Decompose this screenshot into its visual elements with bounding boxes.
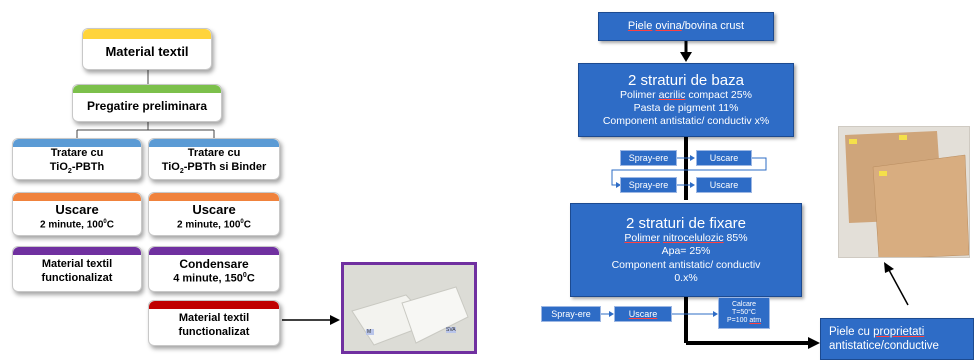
strat-fixare-line3: Component antistatic/ conductiv <box>611 258 761 271</box>
uscare-box-1: Uscare <box>696 150 752 166</box>
fabric-tag-a: M <box>367 329 372 335</box>
uscare-a-title: Uscare <box>55 202 99 218</box>
calcare-line3: P=100 atm <box>726 317 762 325</box>
pregatire-box: Pregatire preliminara <box>72 84 222 122</box>
functionalizat-b-line1: Material textil <box>178 312 250 325</box>
tratare-a-line2: TiO2-PBTh <box>49 160 105 176</box>
blue-accent <box>149 139 279 147</box>
yellow-accent <box>83 29 211 39</box>
orange-accent <box>149 193 279 201</box>
piele-final-box: Piele cu proprietati antistatice/conduct… <box>820 318 974 360</box>
spray-box-2: Spray-ere <box>620 177 677 193</box>
strat-baza-title: 2 straturi de baza <box>628 71 744 89</box>
strat-baza-line3: Component antistatic/ conductiv x% <box>602 115 770 128</box>
fabric-illustration <box>344 265 474 351</box>
uscare-b-detail: 2 minute, 1000C <box>177 218 251 231</box>
tratare-a-line1: Tratare cu <box>50 147 104 160</box>
leather-illustration <box>839 127 969 257</box>
spray-box-3: Spray-ere <box>541 306 601 322</box>
green-accent <box>73 85 221 93</box>
uscare-box-3: Uscare <box>614 306 672 322</box>
piele-crust-label: Piele ovina/bovina crust <box>627 19 745 32</box>
condensare-box: Condensare 4 minute, 1500C <box>148 246 280 292</box>
strat-fixare-title: 2 straturi de fixare <box>625 215 747 233</box>
uscare-box-2: Uscare <box>696 177 752 193</box>
condensare-detail: 4 minute, 1500C <box>173 272 255 285</box>
piele-final-line2: antistatice/conductive <box>829 340 939 352</box>
strat-fixare-line2: Apa= 25% <box>661 245 711 258</box>
fabric-photo: M SVA <box>341 262 477 354</box>
uscare-a-box: Uscare 2 minute, 1000C <box>12 192 142 236</box>
piele-crust-box: Piele ovina/bovina crust <box>598 12 774 41</box>
uscare-b-box: Uscare 2 minute, 1000C <box>148 192 280 236</box>
condensare-title: Condensare <box>179 257 249 272</box>
purple-accent <box>149 247 279 255</box>
strat-baza-box: 2 straturi de baza Polimer acrilic compa… <box>578 63 794 137</box>
pregatire-label: Pregatire preliminara <box>86 98 208 113</box>
strat-baza-line2: Pasta de pigment 11% <box>633 101 739 114</box>
uscare-a-detail: 2 minute, 1000C <box>40 218 114 231</box>
strat-fixare-line4: 0.x% <box>674 271 698 284</box>
orange-accent <box>13 193 141 201</box>
strat-fixare-box: 2 straturi de fixare Polimer nitrocelulo… <box>570 203 802 297</box>
fabric-tag-b: SVA <box>446 327 456 333</box>
calcare-box: Calcare T=50°C P=100 atm <box>718 297 770 329</box>
tratare-b-box: Tratare cu TiO2-PBTh si Binder <box>148 138 280 180</box>
functionalizat-a-line2: functionalizat <box>41 272 113 284</box>
leather-photo <box>838 126 970 258</box>
red-accent <box>149 301 279 309</box>
uscare-b-title: Uscare <box>192 202 236 218</box>
purple-accent <box>13 247 141 255</box>
calcare-line1: Calcare <box>731 300 757 308</box>
tratare-b-line1: Tratare cu <box>187 147 241 160</box>
tratare-a-box: Tratare cu TiO2-PBTh <box>12 138 142 180</box>
functionalizat-a-line1: Material textil <box>41 258 113 271</box>
functionalizat-b-box: Material textil functionalizat <box>148 300 280 346</box>
material-textil-label: Material textil <box>105 43 189 59</box>
spray-box-1: Spray-ere <box>620 150 677 166</box>
piele-final-line1: Piele cu proprietati <box>829 325 925 338</box>
tratare-b-line2: TiO2-PBTh si Binder <box>161 160 267 176</box>
strat-fixare-line1: Polimer nitrocelulozic 85% <box>624 232 748 245</box>
calcare-line2: T=50°C <box>731 308 756 316</box>
blue-accent <box>13 139 141 147</box>
functionalizat-a-box: Material textil functionalizat <box>12 246 142 292</box>
strat-baza-line1: Polimer acrilic compact 25% <box>620 88 752 101</box>
material-textil-box: Material textil <box>82 28 212 70</box>
functionalizat-b-line2: functionalizat <box>178 326 250 338</box>
